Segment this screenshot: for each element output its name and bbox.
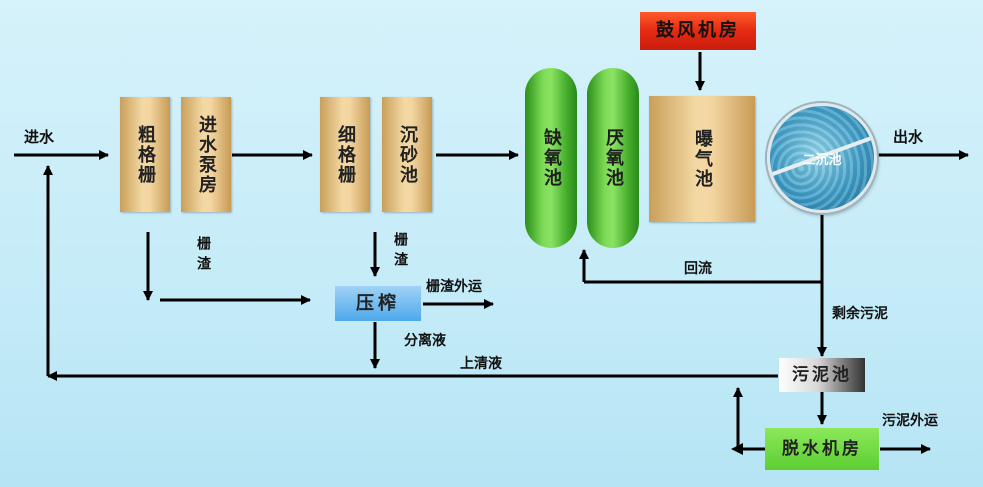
unit-aeration-tank-label: 曝气池 bbox=[692, 129, 713, 189]
label-outlet: 出水 bbox=[893, 128, 924, 146]
unit-anoxic-tank-label: 缺氧池 bbox=[541, 128, 562, 188]
unit-coarse-screen-label: 粗格栅 bbox=[135, 124, 156, 185]
unit-sludge-tank-label: 污泥池 bbox=[792, 365, 852, 385]
unit-aeration-tank: 曝气池 bbox=[649, 96, 755, 222]
label-filtrate: 分离液 bbox=[404, 333, 446, 349]
label-sludge-export: 污泥外运 bbox=[882, 413, 938, 429]
unit-anoxic-tank: 缺氧池 bbox=[525, 68, 577, 248]
unit-fine-screen-label: 细格栅 bbox=[335, 124, 356, 185]
unit-fine-screen: 细格栅 bbox=[320, 97, 370, 212]
unit-blower-room-label: 鼓风机房 bbox=[656, 20, 740, 41]
unit-blower-room: 鼓风机房 bbox=[640, 12, 756, 50]
unit-inlet-pump: 进水泵房 bbox=[181, 97, 231, 212]
unit-press: 压榨 bbox=[335, 286, 421, 321]
unit-secondary-clarifier: 二沉池 bbox=[767, 103, 877, 213]
unit-anaerobic-tank: 厌氧池 bbox=[587, 68, 639, 248]
unit-anaerobic-tank-label: 厌氧池 bbox=[603, 128, 624, 188]
label-screenings-1: 栅渣 bbox=[195, 236, 211, 276]
unit-grit-chamber-label: 沉砂池 bbox=[397, 124, 418, 185]
label-screenings-export: 栅渣外运 bbox=[426, 279, 482, 295]
unit-coarse-screen: 粗格栅 bbox=[120, 97, 170, 212]
unit-dewatering-room-label: 脱水机房 bbox=[782, 439, 862, 459]
label-supernatant: 上清液 bbox=[460, 356, 502, 372]
unit-sludge-tank: 污泥池 bbox=[779, 358, 865, 392]
arrow-dewatering-left-head bbox=[731, 443, 743, 455]
unit-grit-chamber: 沉砂池 bbox=[382, 97, 432, 212]
label-excess-sludge: 剩余污泥 bbox=[832, 306, 888, 322]
unit-secondary-clarifier-label: 二沉池 bbox=[802, 153, 842, 168]
unit-press-label: 压榨 bbox=[356, 292, 400, 314]
label-screenings-2: 栅渣 bbox=[392, 232, 408, 272]
label-return-flow: 回流 bbox=[684, 261, 712, 277]
label-inlet: 进水 bbox=[24, 128, 55, 146]
unit-dewatering-room: 脱水机房 bbox=[765, 428, 879, 470]
unit-inlet-pump-label: 进水泵房 bbox=[196, 114, 217, 195]
